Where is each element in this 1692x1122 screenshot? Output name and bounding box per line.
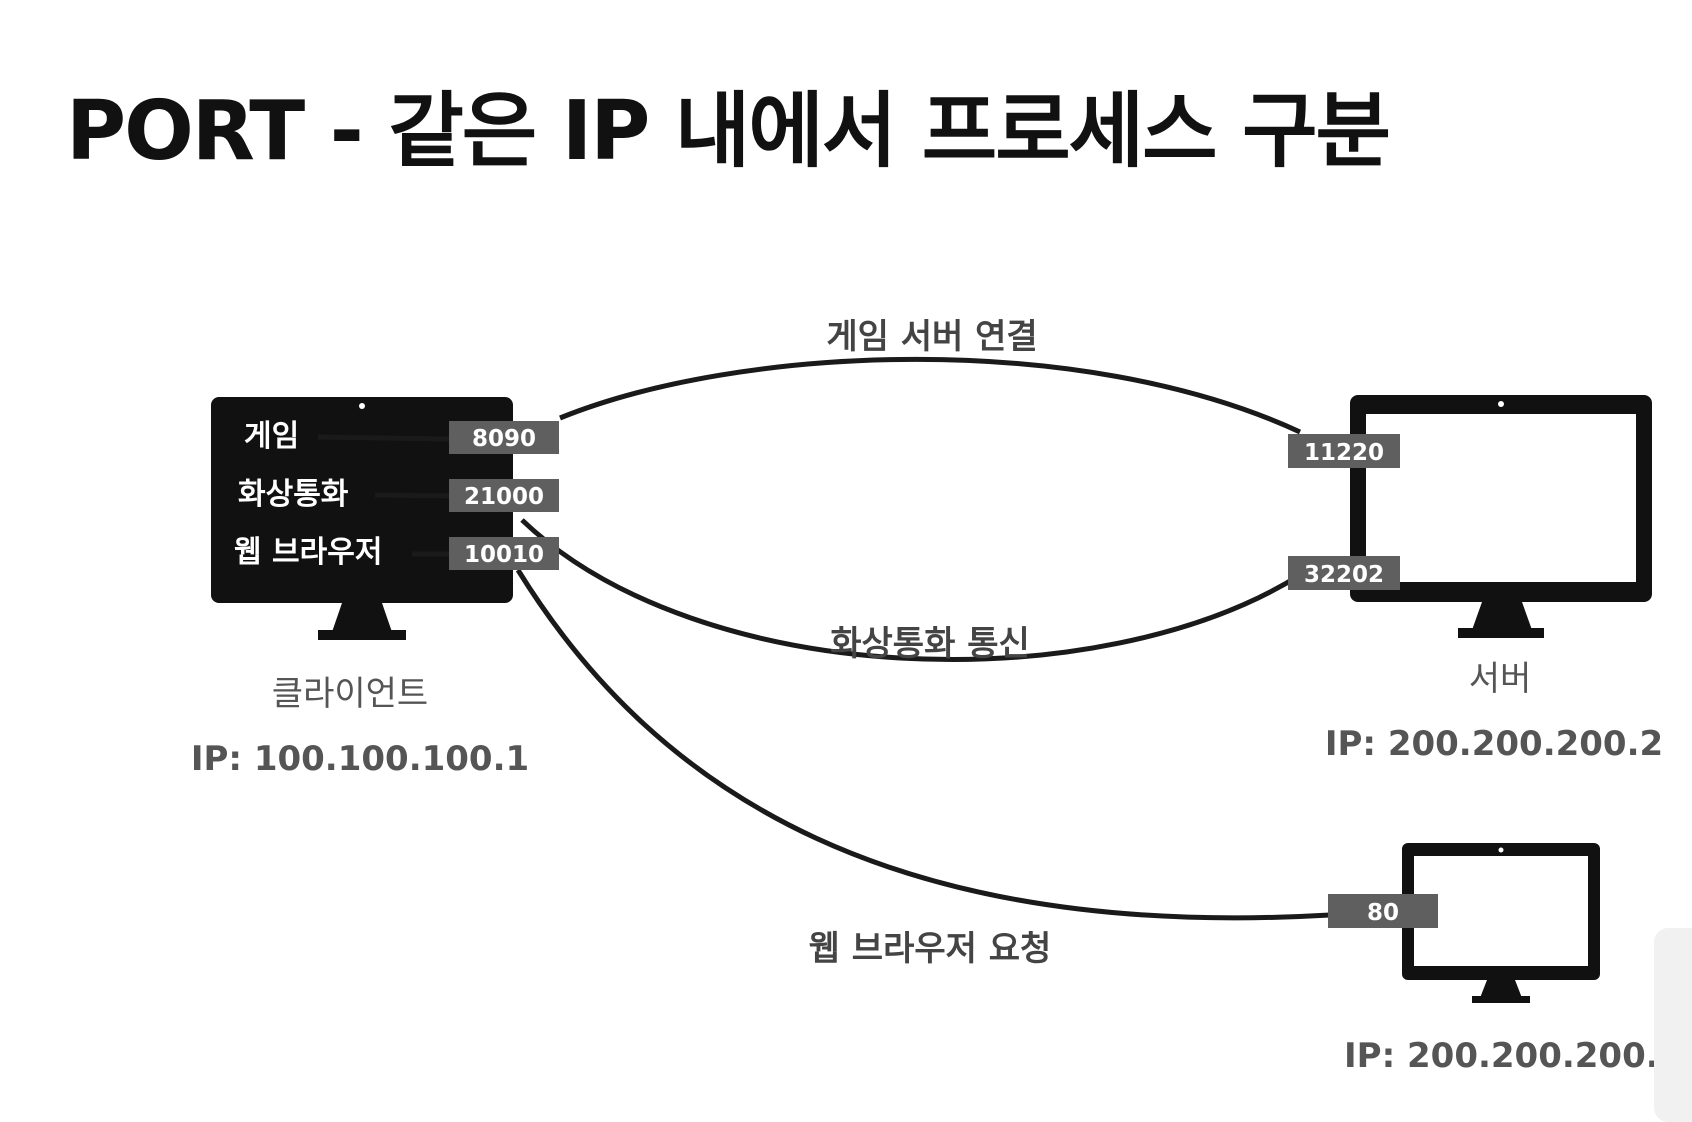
page-title: PORT - 같은 IP 내에서 프로세스 구분 [66, 84, 1391, 179]
svg-text:80: 80 [1367, 900, 1399, 926]
client-port-21000: 21000 [449, 479, 559, 512]
client-ip: IP: 100.100.100.1 [191, 739, 529, 779]
server-port-11220: 11220 [1288, 434, 1400, 468]
web-server-monitor-icon [1402, 843, 1600, 1003]
game-connection-label: 게임 서버 연결 [826, 317, 1037, 357]
server-ip: IP: 200.200.200.2 [1325, 724, 1663, 764]
server-name: 서버 [1469, 659, 1532, 699]
process-label-game: 게임 [244, 419, 299, 454]
video-connection-line [520, 518, 1302, 662]
svg-text:10010: 10010 [464, 542, 544, 568]
client-port-8090: 8090 [449, 421, 559, 454]
server-monitor-icon [1350, 395, 1652, 638]
web-server-ip: IP: 200.200.200.3 [1344, 1036, 1682, 1076]
client-port-10010: 10010 [449, 537, 559, 570]
svg-text:21000: 21000 [464, 484, 544, 510]
game-connection-line [559, 356, 1302, 435]
svg-text:11220: 11220 [1304, 440, 1384, 466]
side-scroll-tab[interactable] [1654, 928, 1692, 1122]
process-label-web: 웹 브라우저 [234, 535, 382, 570]
video-connection-label: 화상통화 통신 [830, 624, 1030, 664]
svg-text:32202: 32202 [1304, 562, 1384, 588]
web-server-port-80: 80 [1328, 894, 1438, 928]
web-connection-label: 웹 브라우저 요청 [809, 929, 1052, 969]
video-leader-line [374, 492, 451, 499]
svg-text:8090: 8090 [472, 426, 536, 452]
server-port-32202: 32202 [1288, 556, 1400, 590]
game-leader-line [317, 434, 451, 442]
web-connection-line [515, 568, 1331, 921]
process-label-video: 화상통화 [238, 477, 349, 512]
client-name: 클라이언트 [272, 674, 428, 714]
